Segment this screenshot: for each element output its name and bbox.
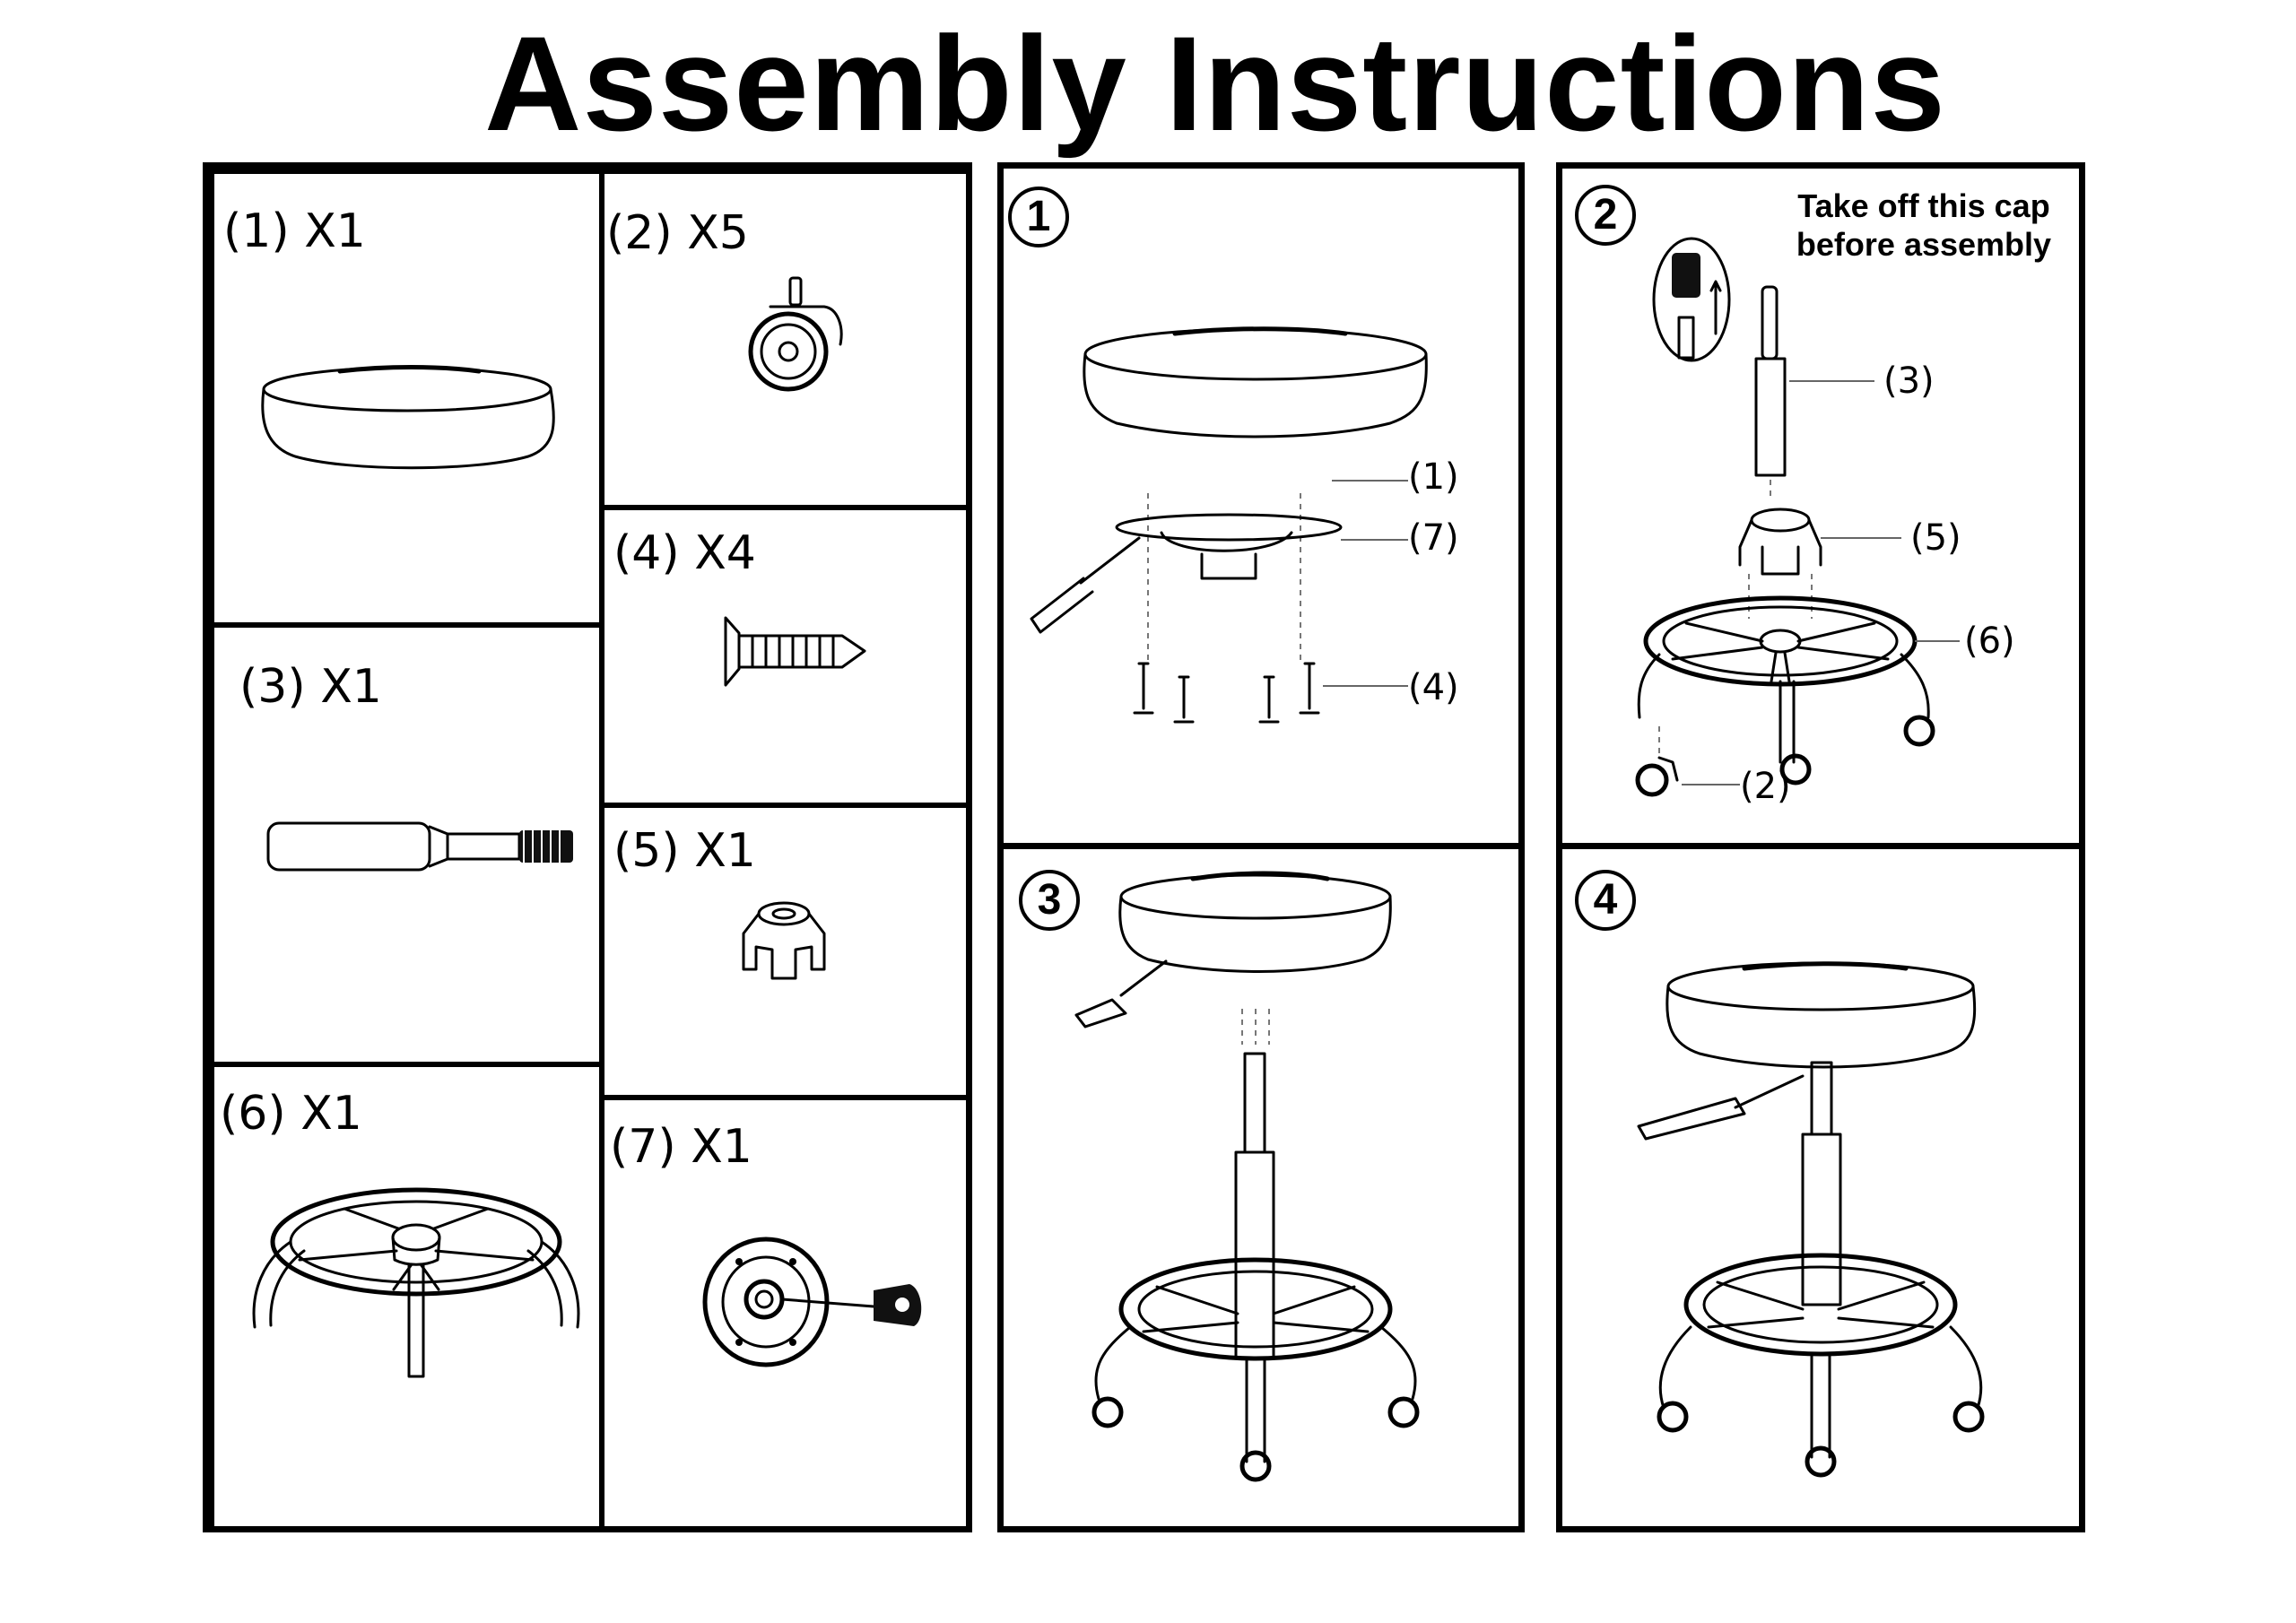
caster-wheel-icon: [748, 276, 843, 392]
callout-2: (2): [1740, 766, 1791, 807]
callout-3: (3): [1883, 360, 1935, 402]
step-4-illustration: [1637, 961, 1985, 1478]
callout-5: (5): [1910, 517, 1961, 559]
part-label-1: (1) X1: [223, 204, 366, 258]
parts-panel: (1) X1 (3) X1 (6) X1: [203, 162, 972, 1532]
part-label-4: (4) X4: [613, 526, 756, 580]
gas-cylinder-icon: [266, 821, 573, 872]
steps-divider-right: [1556, 843, 2085, 849]
part-cell-2: (2) X5: [599, 169, 972, 510]
step-2-illustration: [1635, 285, 1960, 797]
steps-divider-left: [997, 843, 1525, 849]
part-cell-1: (1) X1: [209, 169, 604, 628]
callout-4: (4): [1408, 667, 1459, 708]
step-number-1: 1: [1008, 187, 1069, 247]
page-title: Assembly Instructions: [484, 8, 1946, 159]
step-3-illustration: [1074, 871, 1420, 1482]
callout-6: (6): [1964, 621, 2015, 662]
step-number-2: 2: [1575, 185, 1636, 246]
seat-cushion-icon: [261, 365, 555, 470]
step-number-3: 3: [1019, 870, 1080, 931]
step-1-illustration: [1030, 326, 1428, 724]
step-1-callouts: (1) (7) (4): [1408, 456, 1459, 708]
plastic-cover-icon: [742, 901, 826, 980]
note-line-2: before assembly: [1796, 226, 2052, 263]
part-cell-4: (4) X4: [599, 505, 972, 808]
step-2-callouts: (3) (5) (6) (2): [1740, 360, 2015, 807]
part-label-7: (7) X1: [610, 1120, 752, 1174]
callout-1: (1): [1408, 456, 1459, 498]
part-label-6: (6) X1: [220, 1087, 362, 1141]
step-number-4: 4: [1575, 870, 1636, 931]
part-label-3: (3) X1: [239, 660, 382, 714]
seat-mechanism-icon: [702, 1237, 922, 1367]
part-cell-3: (3) X1: [209, 622, 604, 1067]
footrest-base-icon: [252, 1187, 580, 1378]
step-1-screws: [1133, 662, 1320, 724]
part-label-2: (2) X5: [606, 206, 749, 260]
part-cell-6: (6) X1: [209, 1062, 604, 1532]
note-line-1: Take off this cap: [1797, 187, 2050, 224]
part-label-5: (5) X1: [613, 824, 756, 878]
part-cell-5: (5) X1: [599, 803, 972, 1100]
step-2-note: Take off this cap before assembly: [1794, 187, 2054, 264]
cap-detail-icon: [1652, 237, 1731, 362]
part-cell-7: (7) X1: [599, 1095, 972, 1532]
screw-icon: [724, 616, 866, 687]
callout-7: (7): [1408, 517, 1459, 559]
